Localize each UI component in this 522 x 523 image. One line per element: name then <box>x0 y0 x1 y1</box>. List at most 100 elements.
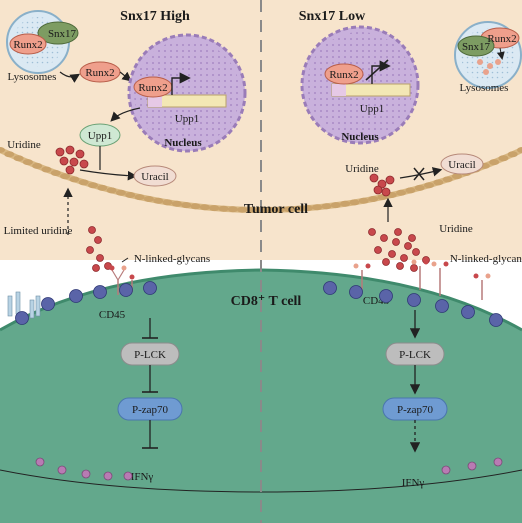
uridine-molecule <box>88 226 96 234</box>
uridine-molecule <box>96 254 104 262</box>
right-transcription-arrow <box>371 60 391 84</box>
uridine-molecule <box>79 159 89 169</box>
membrane-bead <box>433 179 444 186</box>
membrane-bead <box>143 195 154 202</box>
membrane-bead <box>87 182 98 189</box>
membrane-bead <box>181 202 192 209</box>
left-cd45-label: CD45 <box>99 309 126 321</box>
membrane-bead <box>507 151 518 158</box>
right-runx2-lyso-label: Runx2 <box>487 33 516 45</box>
right-uracil-oval <box>440 153 484 175</box>
uridine-molecule <box>392 238 400 246</box>
right-glycans-label: N-linked-glycans <box>450 253 522 265</box>
left-glycan-tree <box>109 265 135 295</box>
uridine-molecule <box>400 254 408 262</box>
right-nucleus <box>300 25 420 145</box>
right-snx17-label: Snx17 <box>462 41 491 53</box>
membrane-bead <box>60 173 71 180</box>
right-upp1-gene-label: Upp1 <box>360 103 384 115</box>
ifng-granule <box>441 465 451 475</box>
left-uridine-cluster <box>55 145 89 175</box>
left-glycans-pointer <box>121 257 129 263</box>
left-runx2-lyso-oval <box>9 33 47 55</box>
membrane-bead <box>162 199 173 206</box>
cd45-molecule <box>119 283 133 297</box>
cd8-t-cell-label: CD8⁺ T cell <box>231 294 302 309</box>
membrane-bead <box>349 199 360 206</box>
left-transcription-arrow <box>171 72 191 95</box>
membrane-bead <box>517 147 522 153</box>
uridine-molecule <box>396 262 404 270</box>
uridine-molecule <box>86 246 94 254</box>
left-promoter-block <box>148 95 162 107</box>
left-extracellular-uridine <box>86 226 112 272</box>
uridine-molecule <box>408 234 416 242</box>
left-arrow-runx2-to-nucleus <box>119 71 132 82</box>
left-uracil-oval <box>133 165 177 187</box>
membrane-bead <box>451 173 462 180</box>
ifng-granule <box>35 457 45 467</box>
cd45-molecule <box>461 305 475 319</box>
membrane-bead <box>32 162 43 169</box>
membrane-bead <box>41 166 52 173</box>
membrane-bead <box>498 155 509 162</box>
uridine-molecule <box>368 228 376 236</box>
cd45-molecule <box>41 297 55 311</box>
uridine-molecule <box>69 157 79 167</box>
membrane-bead <box>153 197 164 204</box>
membrane-bead <box>22 159 33 166</box>
ifng-granule <box>57 465 67 475</box>
cd45-molecule <box>143 281 157 295</box>
right-extracellular-uridine <box>368 228 430 272</box>
membrane-bead <box>218 205 229 212</box>
membrane-bead <box>0 147 5 153</box>
cd45-molecule <box>323 281 337 295</box>
ifng-granule <box>103 471 113 481</box>
right-uridine-cluster <box>369 173 395 197</box>
left-edge-receptors <box>7 291 41 319</box>
uridine-molecule <box>94 236 102 244</box>
cd45-molecule <box>407 293 421 307</box>
membrane-bead <box>302 205 313 212</box>
uridine-molecule <box>59 156 69 166</box>
right-uracil-label: Uracil <box>448 159 475 171</box>
membrane-bead <box>265 206 276 213</box>
uridine-molecule <box>385 175 395 185</box>
membrane-bead <box>237 206 248 213</box>
uridine-molecule <box>373 185 383 195</box>
membrane-bead <box>396 189 407 196</box>
membrane-bead <box>368 195 379 202</box>
right-ifng-granules <box>441 457 503 475</box>
membrane-bead <box>274 206 285 213</box>
membrane-bead <box>284 206 295 213</box>
ifng-granule <box>493 457 503 467</box>
membrane-bead <box>227 206 238 213</box>
uridine-molecule <box>380 234 388 242</box>
membrane-bead <box>4 151 15 158</box>
cd45-molecule <box>93 285 107 299</box>
cd8-t-cell-body <box>0 270 522 523</box>
tumor-membrane-beads <box>0 147 522 213</box>
left-pzap70-label: P-zap70 <box>132 404 169 416</box>
left-uracil-label: Uracil <box>141 171 168 183</box>
left-nucleus <box>127 33 247 153</box>
right-lysosomes-label: Lysosomes <box>460 82 509 94</box>
snx17-low-title: Snx17 Low <box>299 9 366 24</box>
left-runx2-free-label: Runx2 <box>85 67 114 79</box>
right-runx2-label: Runx2 <box>329 69 358 81</box>
right-ifng-label: IFNγ <box>402 477 425 489</box>
cd45-molecule <box>379 289 393 303</box>
left-glycans-label: N-linked-glycans <box>134 253 210 265</box>
left-snx17-oval <box>37 21 79 45</box>
uridine-molecule <box>377 179 387 189</box>
membrane-bead <box>78 179 89 186</box>
membrane-bead <box>97 184 108 191</box>
membrane-bead <box>293 205 304 212</box>
left-arrow-lyso-to-runx2 <box>59 71 81 83</box>
left-runx2-nuclear-label: Runx2 <box>138 82 167 94</box>
membrane-bead <box>125 192 136 198</box>
right-blocked-cross <box>413 167 425 181</box>
membrane-bead <box>489 159 500 166</box>
